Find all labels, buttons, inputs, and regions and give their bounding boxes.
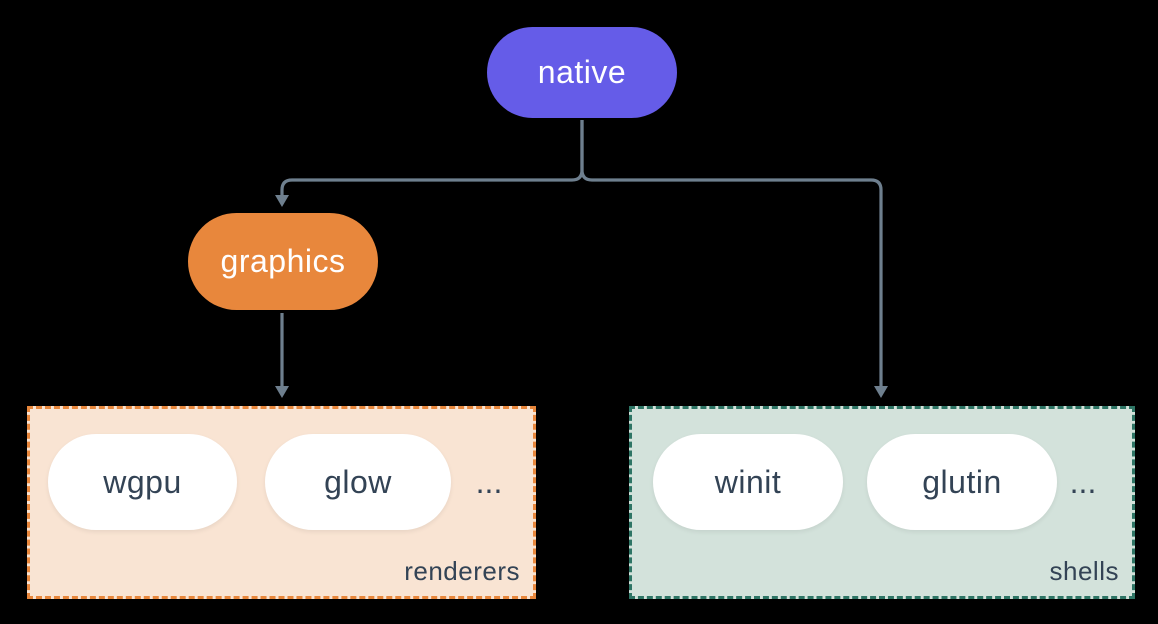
node-graphics-label: graphics	[220, 243, 346, 279]
node-glow-label: glow	[324, 463, 392, 500]
arrowhead-into-graphics	[275, 195, 289, 207]
node-graphics: graphics	[188, 213, 378, 310]
node-winit: winit	[653, 434, 843, 530]
group-renderers: wgpu glow ... renderers	[27, 406, 536, 599]
group-shells: winit glutin ... shells	[629, 406, 1135, 599]
node-glutin-label: glutin	[922, 463, 1002, 500]
group-shells-label: shells	[1049, 556, 1119, 586]
node-wgpu: wgpu	[48, 434, 237, 530]
edge-native-shells	[580, 120, 883, 387]
node-wgpu-label: wgpu	[103, 463, 182, 500]
node-glow: glow	[265, 434, 451, 530]
group-renderers-label: renderers	[404, 556, 520, 586]
arrowhead-into-shells	[874, 386, 888, 398]
shells-ellipsis: ...	[1069, 463, 1097, 500]
edge-native-graphics	[280, 120, 584, 196]
arrowhead-into-renderers	[275, 386, 289, 398]
node-winit-label: winit	[714, 463, 782, 500]
renderers-ellipsis: ...	[475, 463, 503, 500]
node-native: native	[487, 27, 677, 118]
node-glutin: glutin	[867, 434, 1057, 530]
node-native-label: native	[537, 54, 627, 90]
